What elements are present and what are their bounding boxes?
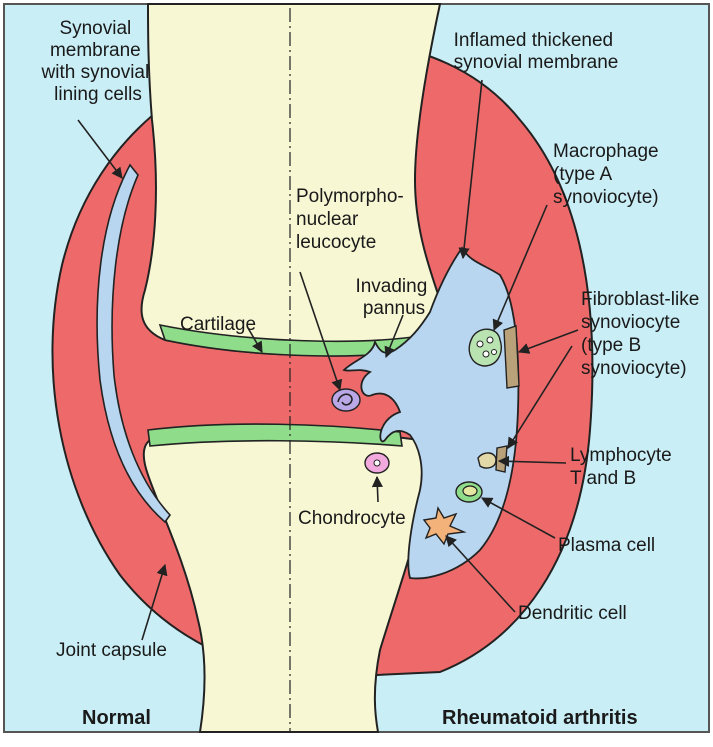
label-cartilage: Cartilage <box>180 314 256 335</box>
label-chondrocyte: Chondrocyte <box>298 508 406 529</box>
label-normal: Normal <box>82 707 151 729</box>
pmn-cell <box>332 389 360 411</box>
plasma-cell <box>456 482 482 502</box>
label-rheumatoid-arthritis: Rheumatoid arthritis <box>442 707 638 729</box>
label-joint-capsule: Joint capsule <box>56 640 167 661</box>
chondrocyte-cell <box>365 453 389 473</box>
label-plasma-cell: Plasma cell <box>558 535 655 556</box>
label-inflamed-membrane: Inflamed thickened synovial membrane <box>454 30 619 73</box>
label-dendritic-cell: Dendritic cell <box>518 603 627 624</box>
fibroblast-cell <box>504 326 519 388</box>
macrophage-cell <box>469 329 501 366</box>
fibroblast-cell-lower <box>496 446 507 472</box>
lymphocyte-cell <box>478 453 496 468</box>
label-invading-pannus: Invading pannus <box>355 276 432 319</box>
